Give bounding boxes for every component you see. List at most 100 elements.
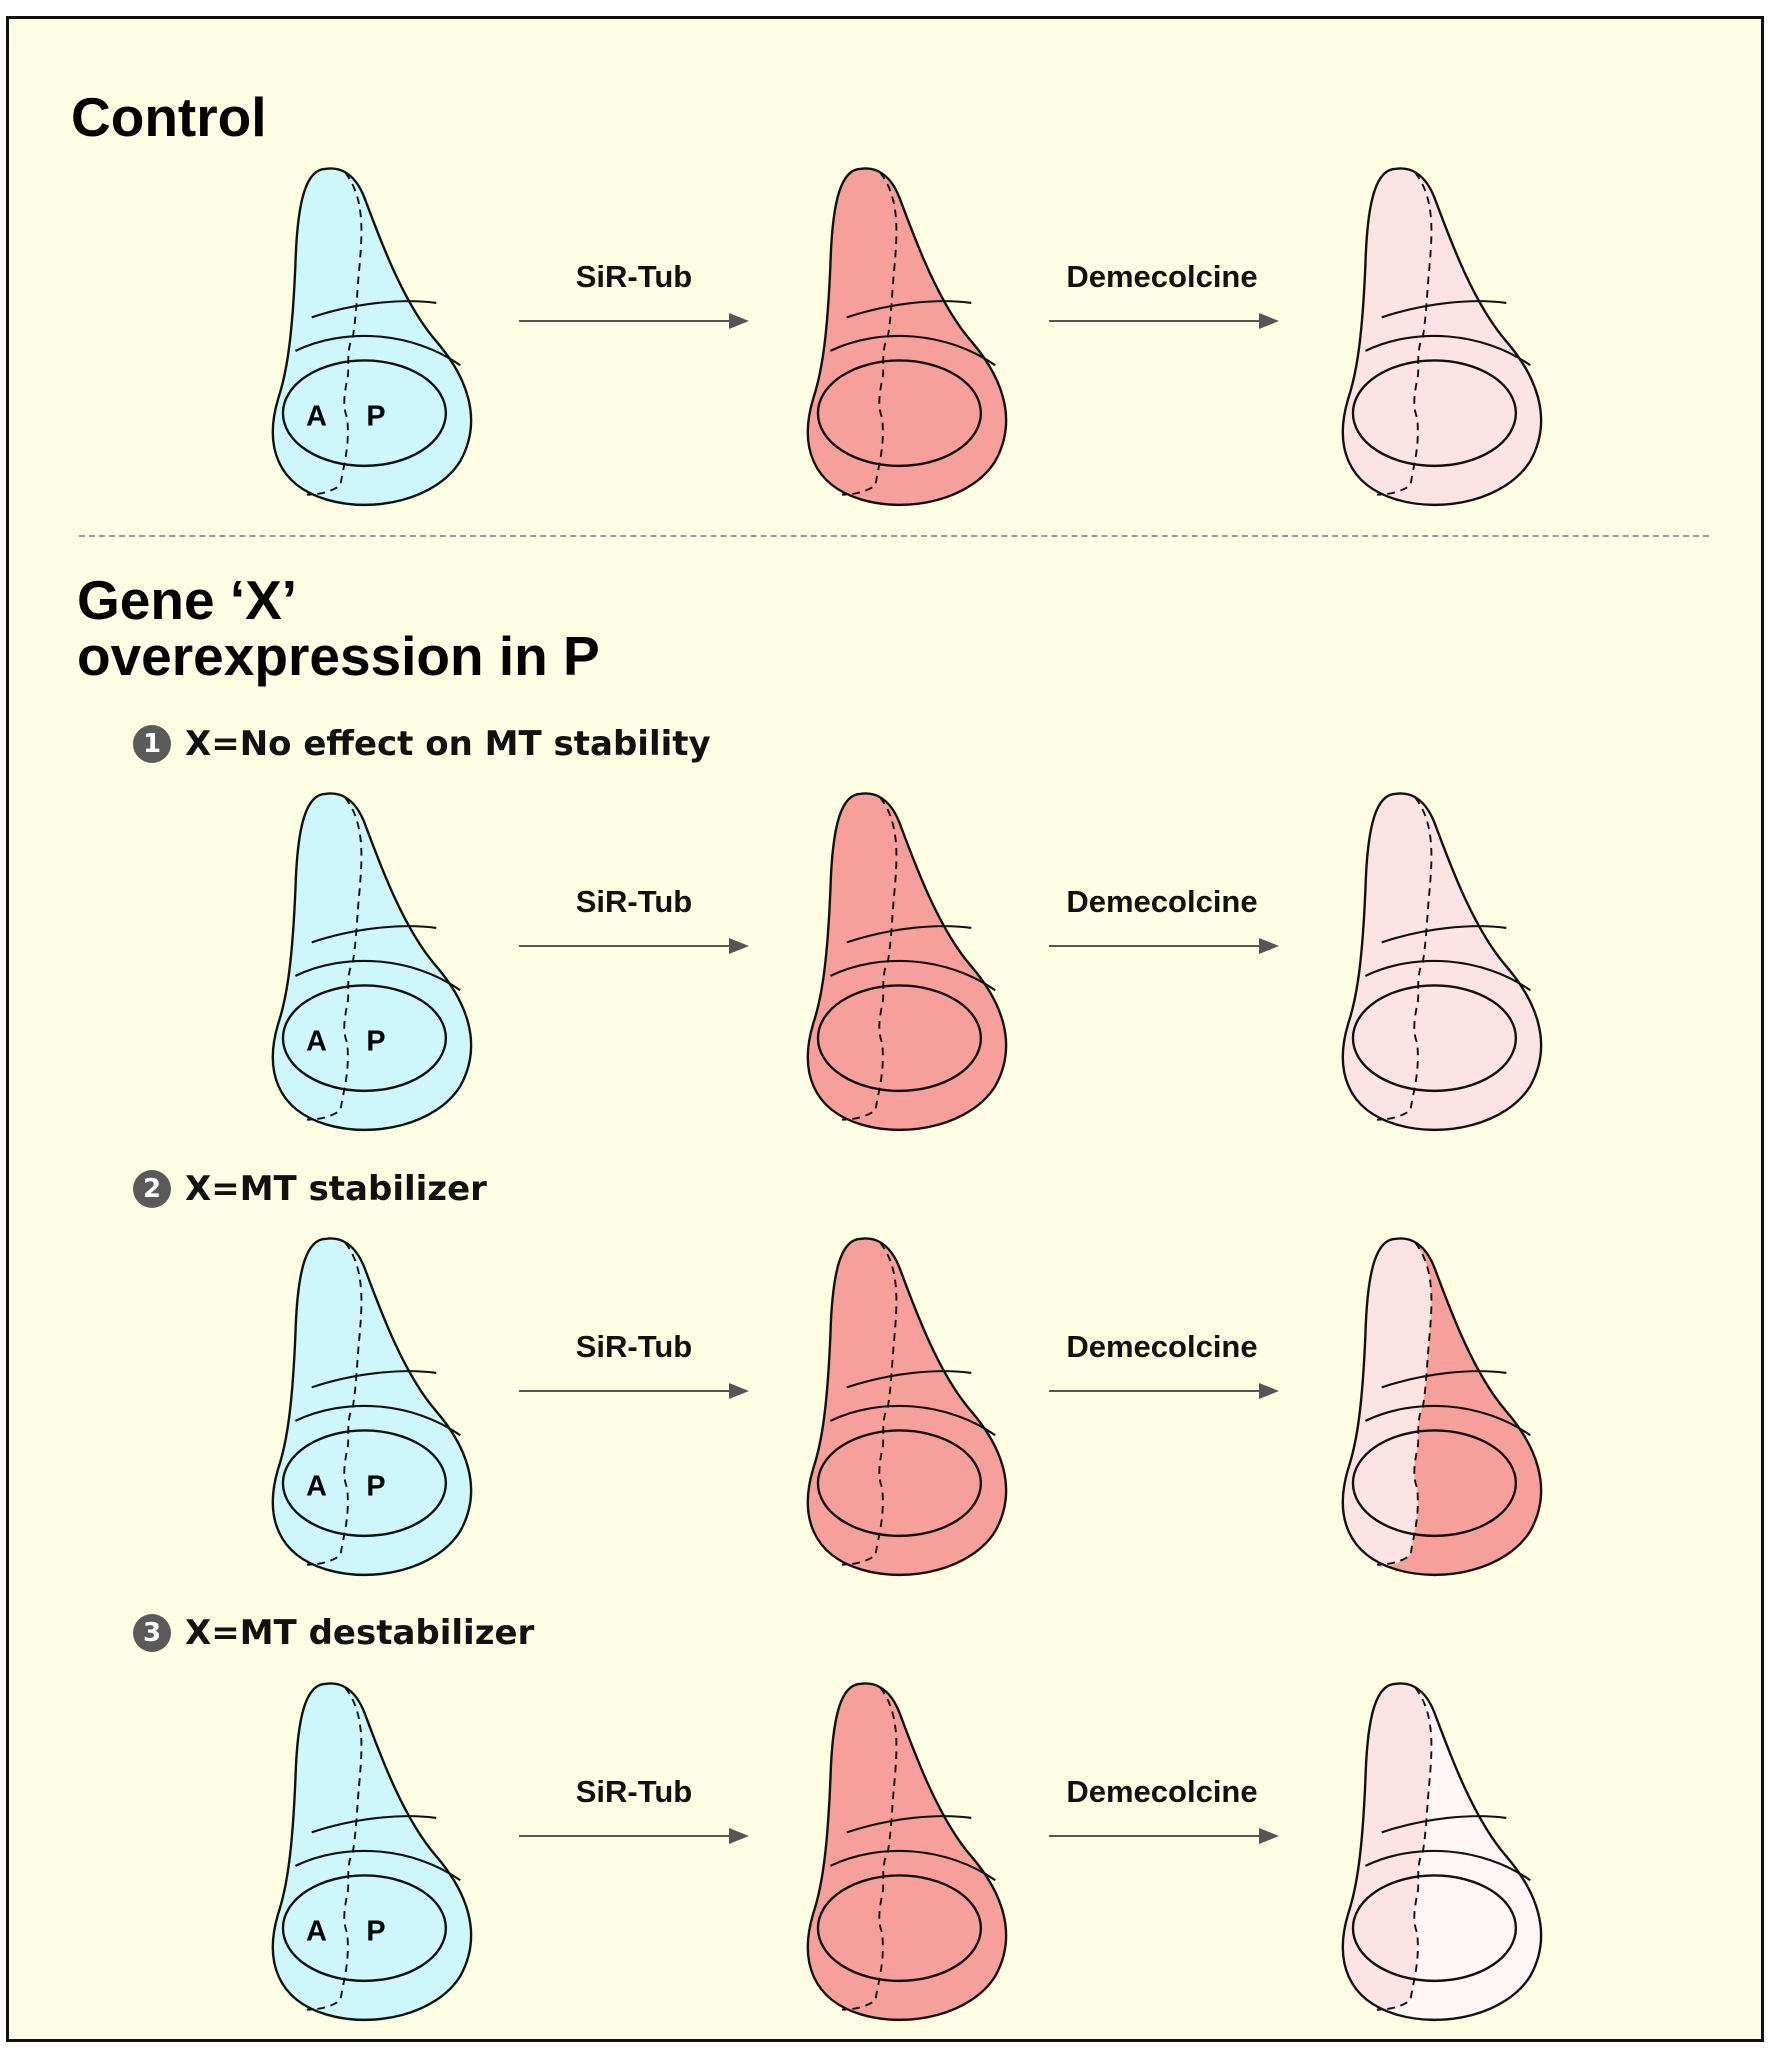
disc-outline <box>806 1682 1008 2022</box>
fold-line <box>311 1815 437 1834</box>
pouch-outline <box>1351 984 1518 1093</box>
disc-outline <box>806 792 1008 1132</box>
posterior-label: P <box>366 1026 385 1058</box>
disc-outline <box>271 1237 473 1577</box>
fold-line <box>1381 1815 1507 1834</box>
disc-outline <box>1341 167 1543 507</box>
scenario-1-heading: 1 X=No effect on MT stability <box>133 719 711 769</box>
arrow-shaft <box>1049 945 1261 947</box>
disc-outline <box>806 1237 1008 1577</box>
arrow-shaft <box>1049 1835 1261 1837</box>
pouch-outline <box>816 359 983 468</box>
disc-outline <box>806 167 1008 507</box>
fold-line <box>1364 959 1531 992</box>
demecolcine-arrow <box>1049 1826 1279 1846</box>
sir-tub-label: SiR-Tub <box>575 1774 693 1809</box>
scenario-3-badge: 3 <box>133 1614 171 1652</box>
posterior-compartment-fill <box>1376 1687 1542 2021</box>
gene-overexpression-title: Gene ‘X’ overexpression in P <box>77 572 600 684</box>
scenario-2-label: X=MT stabilizer <box>185 1169 487 1209</box>
fold-line <box>1364 334 1531 367</box>
scenario-2-heading: 2 X=MT stabilizer <box>133 1164 487 1214</box>
arrow-head <box>729 1828 749 1844</box>
demecolcine-label: Demecolcine <box>1066 884 1258 919</box>
pouch-outline <box>1351 359 1518 468</box>
fold-line <box>294 334 461 367</box>
wing-disc-destabilizer-stage-2 <box>806 1682 1008 2022</box>
anterior-label: A <box>306 1026 327 1058</box>
disc-outline <box>271 1682 473 2022</box>
sir-tub-arrow <box>519 1381 749 1401</box>
pouch-outline <box>1351 1429 1518 1538</box>
demecolcine-label: Demecolcine <box>1066 1774 1258 1809</box>
arrow-shaft <box>1049 1390 1261 1392</box>
sir-tub-arrow <box>519 1826 749 1846</box>
posterior-label: P <box>366 401 385 433</box>
scenario-2-badge: 2 <box>133 1170 171 1208</box>
fold-line <box>829 1849 996 1882</box>
fold-line <box>846 925 972 944</box>
arrow-shaft <box>519 320 731 322</box>
gene-title-line-2: overexpression in P <box>77 625 600 687</box>
disc-outline <box>271 792 473 1132</box>
fold-line <box>829 1404 996 1437</box>
arrow-shaft <box>1049 320 1261 322</box>
pouch-outline <box>281 1429 448 1538</box>
wing-disc-control-stage-3 <box>1341 167 1543 507</box>
pouch-outline <box>281 1874 448 1983</box>
posterior-label: P <box>366 1916 385 1948</box>
wing-disc-stabilizer-stage-2 <box>806 1237 1008 1577</box>
demecolcine-label: Demecolcine <box>1066 259 1258 294</box>
arrow-shaft <box>519 1390 731 1392</box>
figure-frame: Control Gene ‘X’ overexpression in P 1 X… <box>6 16 1764 2042</box>
pouch-outline <box>281 984 448 1093</box>
wing-disc-no-effect-stage-2 <box>806 792 1008 1132</box>
fold-line <box>311 1370 437 1389</box>
wing-disc-no-effect-stage-3 <box>1341 792 1543 1132</box>
scenario-1-label: X=No effect on MT stability <box>185 724 711 764</box>
fold-line <box>1381 300 1507 319</box>
fold-line <box>829 334 996 367</box>
pouch-outline <box>816 984 983 1093</box>
scenario-3-label: X=MT destabilizer <box>185 1613 535 1653</box>
sir-tub-label: SiR-Tub <box>575 259 693 294</box>
pouch-outline <box>1351 1874 1518 1983</box>
fold-line <box>294 1849 461 1882</box>
pouch-outline <box>816 1874 983 1983</box>
sir-tub-arrow <box>519 311 749 331</box>
fold-line <box>846 300 972 319</box>
anterior-label: A <box>306 1916 327 1948</box>
wing-disc-stabilizer-stage-3 <box>1341 1237 1543 1577</box>
arrow-head <box>1259 938 1279 954</box>
fold-line <box>1364 1849 1531 1882</box>
sir-tub-arrow <box>519 936 749 956</box>
anterior-label: A <box>306 1471 327 1503</box>
arrow-shaft <box>519 1835 731 1837</box>
demecolcine-arrow <box>1049 936 1279 956</box>
anterior-label: A <box>306 401 327 433</box>
scenario-1-badge: 1 <box>133 725 171 763</box>
demecolcine-arrow <box>1049 311 1279 331</box>
control-title: Control <box>71 86 267 148</box>
posterior-label: P <box>366 1471 385 1503</box>
sir-tub-label: SiR-Tub <box>575 1329 693 1364</box>
arrow-head <box>729 1383 749 1399</box>
demecolcine-arrow <box>1049 1381 1279 1401</box>
fold-line <box>1381 925 1507 944</box>
gene-title-line-1: Gene ‘X’ <box>77 569 298 631</box>
scenario-3-heading: 3 X=MT destabilizer <box>133 1608 534 1658</box>
arrow-shaft <box>519 945 731 947</box>
disc-outline <box>1341 792 1543 1132</box>
fold-line <box>311 925 437 944</box>
arrow-head <box>729 938 749 954</box>
demecolcine-label: Demecolcine <box>1066 1329 1258 1364</box>
fold-line <box>1364 1404 1531 1437</box>
section-divider <box>79 535 1709 537</box>
wing-disc-destabilizer-stage-3 <box>1341 1682 1543 2022</box>
wing-disc-control-stage-2 <box>806 167 1008 507</box>
sir-tub-label: SiR-Tub <box>575 884 693 919</box>
